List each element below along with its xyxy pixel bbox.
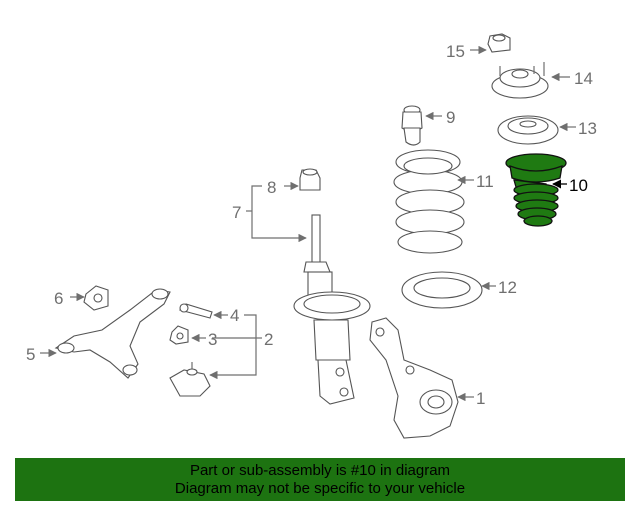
callout-4: 4 xyxy=(230,306,239,325)
info-banner: Part or sub-assembly is #10 in diagram D… xyxy=(15,458,625,501)
part-10-dust-boot-highlighted xyxy=(505,153,567,227)
callout-12: 12 xyxy=(498,278,517,297)
callout-3: 3 xyxy=(208,330,217,349)
leader-2 xyxy=(209,314,257,380)
callout-15: 15 xyxy=(446,42,465,61)
callout-6: 6 xyxy=(54,289,63,308)
part-8-nut xyxy=(299,168,321,191)
callout-11: 11 xyxy=(476,172,494,191)
leader-7 xyxy=(251,185,307,243)
part-6-bushing xyxy=(83,285,109,311)
part-5-lower-control-arm xyxy=(54,288,171,379)
part-12-lower-insulator xyxy=(401,271,483,309)
part-9-bump-stopper xyxy=(401,105,423,146)
part-11-coil-spring xyxy=(393,149,465,254)
banner-line-2: Diagram may not be specific to your vehi… xyxy=(174,479,466,497)
part-2-ball-joint xyxy=(169,362,211,397)
part-7-strut-assembly xyxy=(293,214,371,405)
part-1-steering-knuckle xyxy=(369,317,459,439)
banner-line-1: Part or sub-assembly is #10 in diagram xyxy=(189,461,451,479)
callout-14: 14 xyxy=(574,69,593,88)
callout-1: 1 xyxy=(476,389,485,408)
callout-10: 10 xyxy=(569,176,588,195)
callout-7: 7 xyxy=(232,203,241,222)
part-13-upper-spring-seat xyxy=(497,115,559,145)
part-15-nut xyxy=(487,33,511,53)
part-14-strut-mount xyxy=(491,62,549,99)
part-4-bolt xyxy=(178,303,213,319)
callout-2: 2 xyxy=(264,330,273,349)
callout-8: 8 xyxy=(267,178,276,197)
callout-13: 13 xyxy=(578,119,597,138)
callout-9: 9 xyxy=(446,108,455,127)
part-3-nut xyxy=(169,325,189,345)
callout-5: 5 xyxy=(26,345,35,364)
